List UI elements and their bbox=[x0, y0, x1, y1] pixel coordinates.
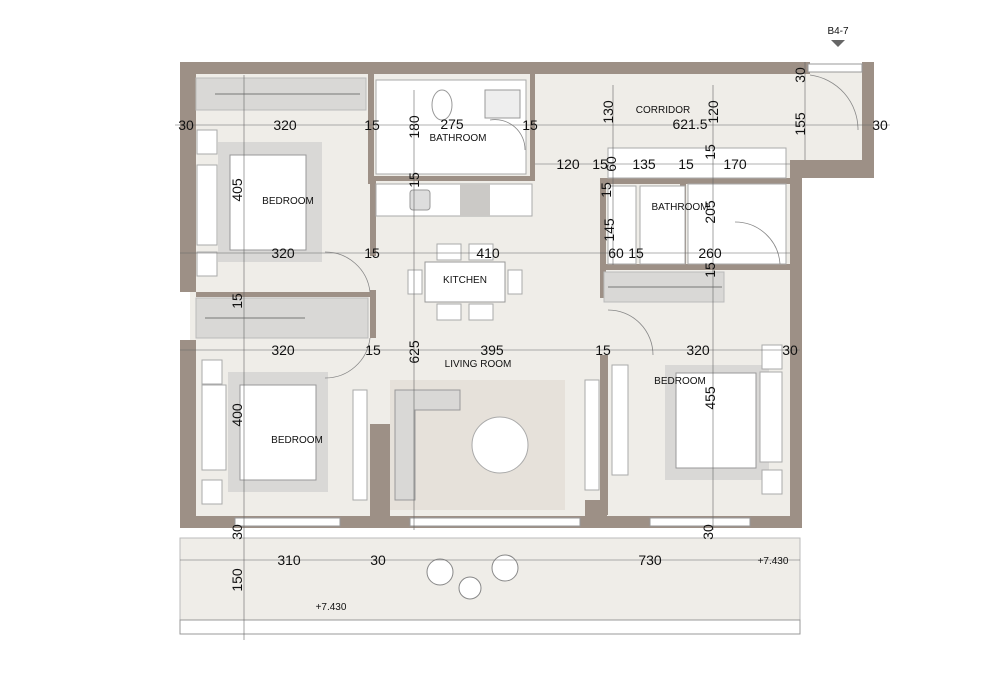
dimension-label: 395 bbox=[480, 342, 504, 358]
room-label-bathroom: BATHROOM bbox=[651, 202, 709, 213]
dimension-label: 30 bbox=[782, 342, 798, 358]
dimension-label: 60 bbox=[608, 245, 624, 261]
elevation-label: +7.430 bbox=[757, 556, 789, 567]
dimension-label: 15 bbox=[364, 245, 380, 261]
dimension-label: 30 bbox=[229, 524, 245, 540]
beds bbox=[218, 142, 769, 492]
room-label-corridor: CORRIDOR bbox=[635, 105, 691, 116]
room-label-bathroom: BATHROOM bbox=[429, 133, 487, 144]
sink bbox=[409, 189, 431, 211]
dimension-label: 120 bbox=[705, 100, 721, 124]
balcony-railing bbox=[179, 619, 801, 635]
balcony-floor bbox=[179, 537, 801, 634]
dimension-label: 260 bbox=[698, 245, 722, 261]
toilet bbox=[431, 89, 453, 121]
dining-table bbox=[424, 261, 506, 303]
room-label-bedroom: BEDROOM bbox=[262, 196, 314, 207]
dimension-label: 320 bbox=[273, 117, 297, 133]
dimension-label: 30 bbox=[178, 117, 194, 133]
dimension-label: 15 bbox=[592, 156, 608, 172]
dimension-label: 15 bbox=[229, 293, 245, 309]
dimension-label: 310 bbox=[277, 552, 301, 568]
dimension-label: 205 bbox=[702, 200, 718, 224]
dimension-label: 145 bbox=[601, 218, 617, 242]
dimension-label: 30 bbox=[792, 67, 808, 83]
dimension-label: 320 bbox=[686, 342, 710, 358]
dimension-label: 15 bbox=[702, 262, 718, 278]
dimension-label: 120 bbox=[556, 156, 580, 172]
corridor-floor bbox=[530, 70, 865, 160]
dimension-label: 320 bbox=[271, 342, 295, 358]
room-label-bedroom: BEDROOM bbox=[654, 376, 706, 387]
dimension-label: 455 bbox=[702, 386, 718, 410]
dimension-label: 15 bbox=[595, 342, 611, 358]
dimension-label: 135 bbox=[632, 156, 656, 172]
dimension-label: 621.5 bbox=[672, 116, 708, 132]
dimension-label: 170 bbox=[723, 156, 747, 172]
dimension-label: 625 bbox=[406, 340, 422, 364]
dimension-label: 30 bbox=[370, 552, 386, 568]
dimension-label: 405 bbox=[229, 178, 245, 202]
coffee-table bbox=[471, 416, 529, 474]
dimension-label: 410 bbox=[476, 245, 500, 261]
dimension-label: 730 bbox=[638, 552, 662, 568]
dimension-label: 15 bbox=[406, 172, 422, 188]
room-label-bedroom: BEDROOM bbox=[271, 435, 323, 446]
dimension-label: 15 bbox=[628, 245, 644, 261]
dimension-label: 15 bbox=[678, 156, 694, 172]
sofa bbox=[394, 389, 461, 501]
elevation-label: +7.430 bbox=[315, 602, 347, 613]
dimension-label: 275 bbox=[440, 116, 464, 132]
room-label-kitchen: KITCHEN bbox=[443, 275, 487, 286]
dimension-label: 15 bbox=[598, 182, 614, 198]
dimension-label: 60 bbox=[603, 156, 619, 172]
dimension-label: 30 bbox=[700, 524, 716, 540]
room-label-living-room: LIVING ROOM bbox=[444, 359, 512, 370]
washbasin bbox=[484, 89, 521, 119]
dimension-label: 130 bbox=[600, 100, 616, 124]
dimension-label: 15 bbox=[364, 117, 380, 133]
interior-walls bbox=[196, 74, 790, 515]
unit-marker-label: B4-7 bbox=[827, 26, 849, 37]
dimension-label: 15 bbox=[702, 144, 718, 160]
dimension-label: 30 bbox=[872, 117, 888, 133]
dimension-label: 150 bbox=[229, 568, 245, 592]
dimension-label: 155 bbox=[792, 112, 808, 136]
dimension-label: 180 bbox=[406, 115, 422, 139]
dimension-label: 320 bbox=[271, 245, 295, 261]
dimension-label: 15 bbox=[522, 117, 538, 133]
dimension-label: 15 bbox=[365, 342, 381, 358]
unit-marker-arrow bbox=[831, 40, 845, 47]
dimension-label: 400 bbox=[229, 403, 245, 427]
hob bbox=[460, 184, 490, 216]
